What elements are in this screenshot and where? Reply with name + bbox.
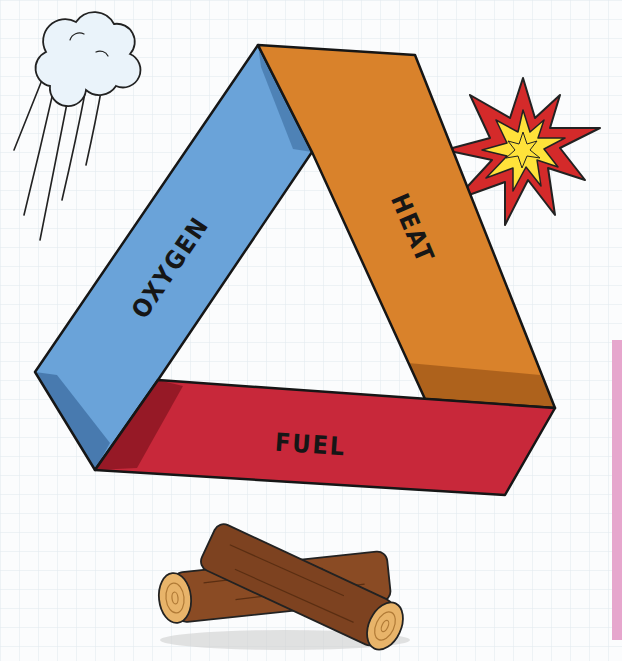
heat-band: HEAT — [258, 45, 555, 408]
air-cloud — [14, 12, 140, 240]
fuel-band: FUEL — [95, 380, 555, 495]
log-ring — [171, 592, 178, 605]
firewood-logs — [156, 521, 410, 655]
wind-line — [86, 86, 102, 165]
band-shade — [35, 372, 110, 470]
pink-edge — [612, 340, 622, 640]
band-shade — [95, 380, 183, 470]
wind-line — [24, 84, 55, 215]
log-end — [360, 597, 410, 656]
wind-line — [40, 88, 70, 240]
star-core — [506, 132, 540, 168]
bark-line — [221, 543, 362, 624]
cloud-puff — [36, 12, 141, 106]
band-fill — [95, 380, 555, 495]
star-inner — [482, 110, 565, 191]
log — [198, 521, 410, 655]
log-end — [156, 571, 193, 624]
band-border — [95, 380, 555, 495]
band-fill — [258, 45, 555, 408]
log-bark — [198, 521, 396, 649]
band-label: FUEL — [274, 427, 347, 461]
wind-line — [14, 80, 42, 150]
cloud-detail — [70, 33, 108, 56]
band-border — [258, 45, 555, 408]
log-ring — [371, 609, 400, 644]
log-ring — [164, 582, 185, 614]
log-ring — [380, 619, 391, 632]
